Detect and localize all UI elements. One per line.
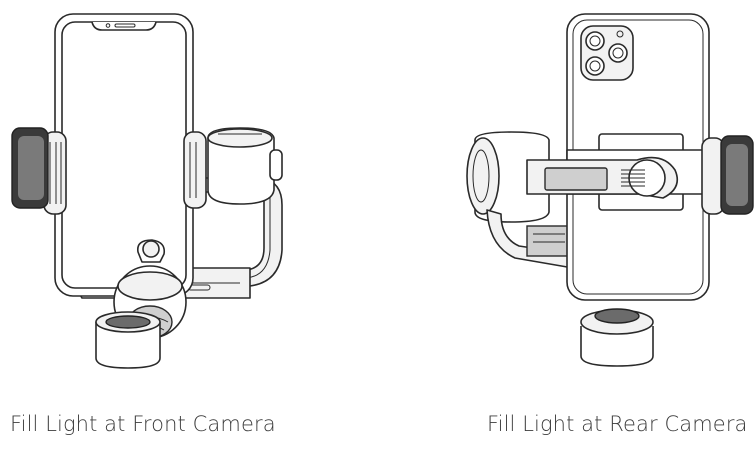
right-clamp (183, 131, 207, 209)
motor-housing (207, 127, 275, 205)
caption-front-camera: Fill Light at Front Camera (10, 412, 276, 436)
rear-camera-panel: Fill Light at Rear Camera (377, 0, 754, 450)
phone-body (54, 13, 194, 297)
front-fill-light-illustration (11, 13, 283, 369)
front-camera-panel: Fill Light at Front Camera (10, 13, 283, 436)
rear-fill-light-illustration (466, 13, 754, 367)
caption-rear-camera: Fill Light at Rear Camera (487, 412, 748, 436)
